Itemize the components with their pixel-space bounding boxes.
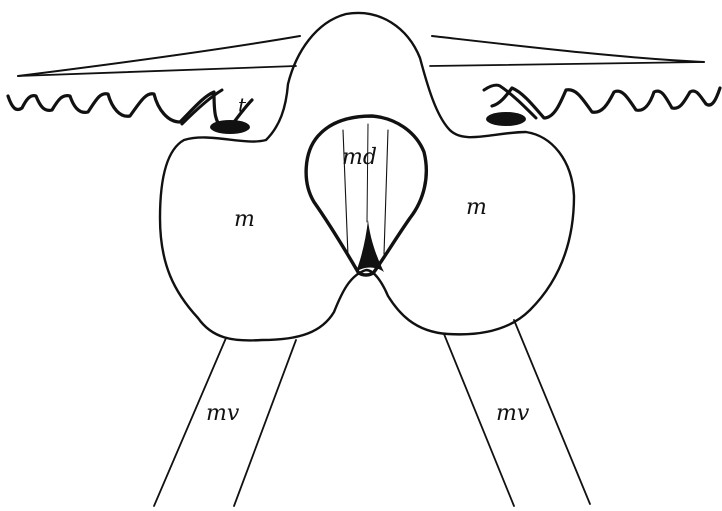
- label-m-right: m: [466, 195, 487, 220]
- label-mv-left: mv: [206, 401, 240, 426]
- cavity-line-mid: [367, 124, 368, 222]
- cavity-wedge: [356, 220, 384, 272]
- wing-upper-edge-right: [432, 36, 704, 62]
- left-bulb: [210, 120, 250, 134]
- label-m-left: m: [234, 207, 255, 232]
- right-bulb: [486, 112, 526, 126]
- label-md: md: [342, 145, 377, 170]
- label-mv-right: mv: [496, 401, 530, 426]
- label-t: t: [238, 93, 247, 117]
- wing-upper-edge: [18, 36, 300, 76]
- left-stalk-inner: [234, 340, 296, 506]
- right-tentacle-row: [492, 88, 720, 118]
- cavity-line-right: [384, 130, 388, 254]
- wing-lower-edge-right: [430, 62, 704, 66]
